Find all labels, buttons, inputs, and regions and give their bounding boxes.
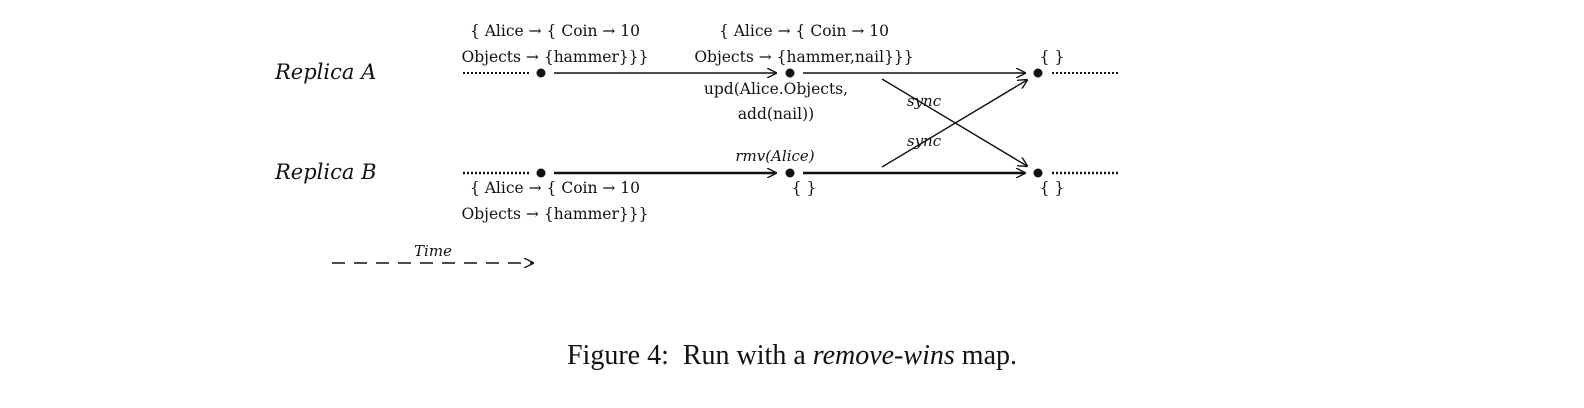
replica-a-state-3: [1033, 68, 1043, 78]
replica-b-state-2: [785, 168, 795, 178]
sync-a-to-b-arrow: [881, 78, 1027, 166]
a-initial-state-line2: Objects → {hammer}}}: [462, 48, 649, 66]
replica-b-state-3: [1033, 168, 1043, 178]
b-initial-state-line1: { Alice → { Coin → 10: [470, 179, 640, 197]
a-updated-state-line1: { Alice → { Coin → 10: [719, 22, 889, 40]
figure-caption: Figure 4: Run with a remove-wins map.: [0, 340, 1584, 372]
caption-emphasis: remove-wins: [812, 340, 955, 371]
replica-a-label: Replica A: [274, 60, 376, 84]
update-operation-line2: add(nail)): [738, 105, 814, 123]
replica-b-label: Replica B: [274, 160, 377, 184]
b-removed-state: { }: [792, 179, 817, 197]
replica-timeline-diagram: Replica A Replica B sync sync { Alice → …: [274, 22, 1118, 330]
a-updated-state-line2: Objects → {hammer,nail}}}: [694, 48, 913, 66]
a-initial-state-line1: { Alice → { Coin → 10: [470, 22, 640, 40]
sync-b-to-a-arrow: [881, 80, 1027, 168]
sync-label-lower: sync: [907, 132, 942, 150]
remove-operation: rmv(Alice): [735, 147, 814, 165]
update-operation-line1: upd(Alice.Objects,: [704, 80, 848, 98]
time-label: Time: [414, 242, 452, 260]
b-initial-state-line2: Objects → {hammer}}}: [462, 205, 649, 223]
caption-suffix: map.: [954, 340, 1018, 371]
sync-label-upper: sync: [907, 92, 942, 110]
replica-b-state-1: [536, 168, 546, 178]
caption-prefix: Figure 4: Run with a: [566, 340, 813, 371]
replica-a-state-2: [785, 68, 795, 78]
b-final-state: { }: [1040, 179, 1065, 197]
replica-a-state-1: [536, 68, 546, 78]
a-final-state: { }: [1040, 48, 1065, 66]
